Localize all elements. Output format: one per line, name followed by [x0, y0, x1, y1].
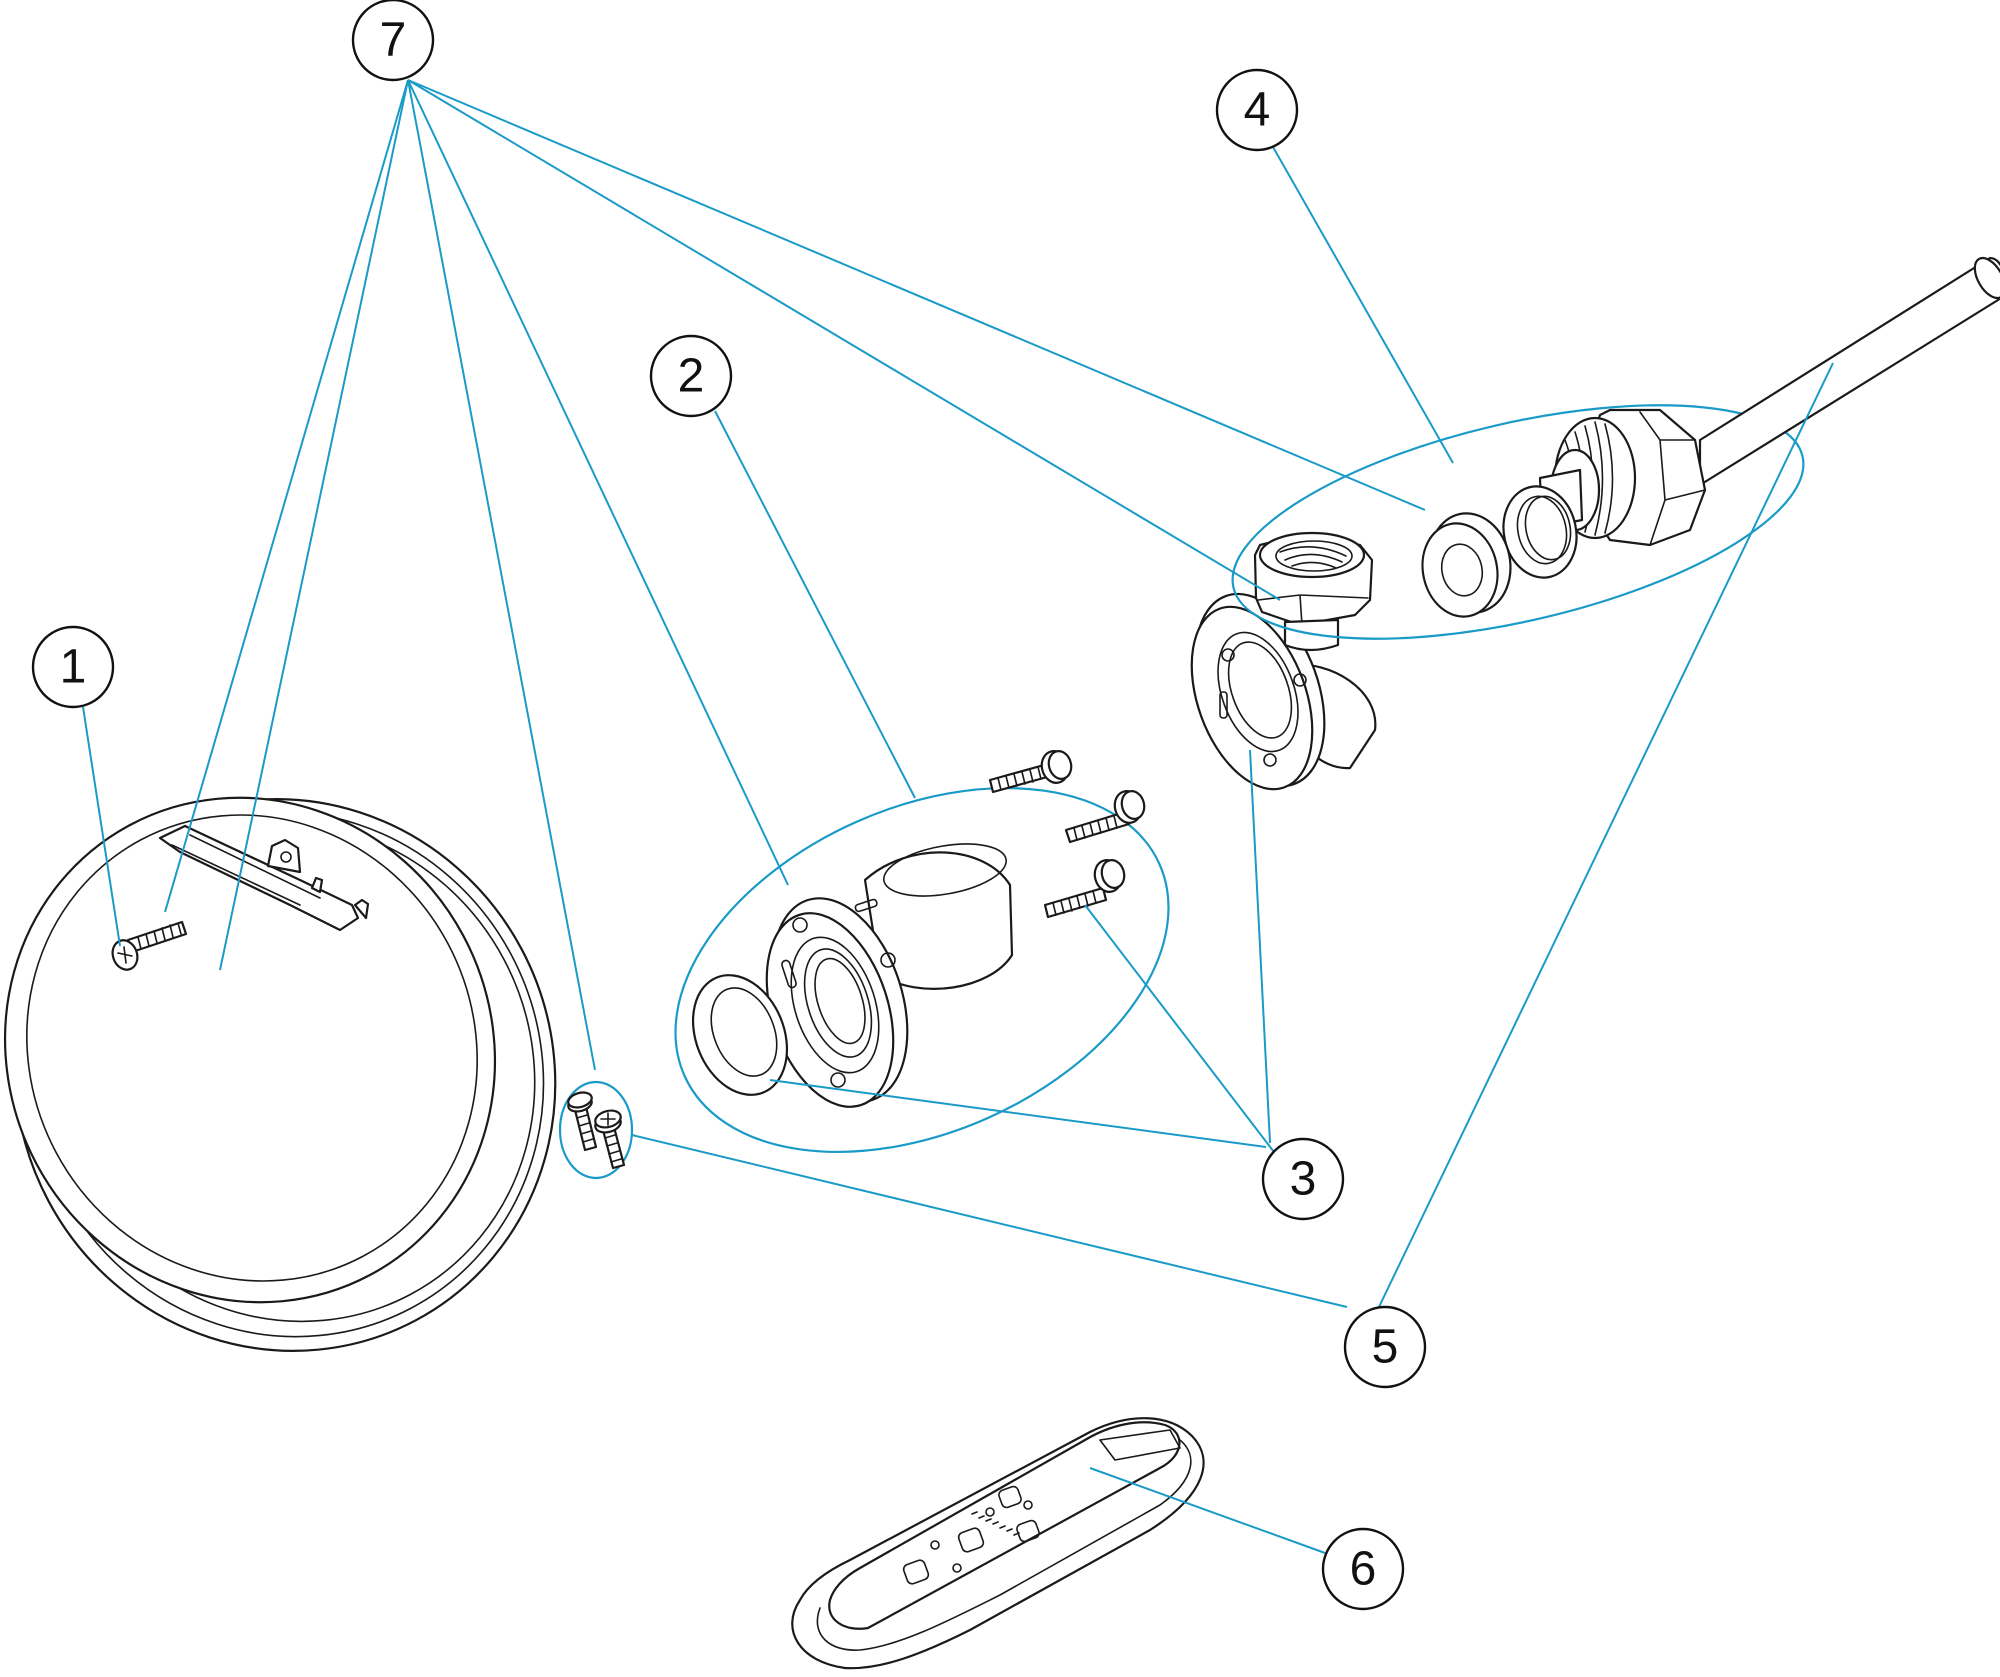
- callout-4-label: 4: [1244, 84, 1271, 137]
- callout-1-label: 1: [60, 641, 87, 694]
- callout-7-label: 7: [380, 14, 407, 67]
- fixing-ring-icon: [674, 750, 1170, 1153]
- leader-7-gland: [407, 79, 1426, 511]
- callout-6: 6: [1321, 1527, 1405, 1611]
- remote-control-icon: [791, 1417, 1205, 1670]
- leader-3-nut: [1249, 749, 1271, 1144]
- leader-5-cable: [1377, 362, 1834, 1310]
- leader-4: [1272, 146, 1454, 464]
- callout-3-label: 3: [1290, 1153, 1317, 1206]
- leader-7-nut: [407, 79, 1281, 601]
- leader-6: [1089, 1467, 1326, 1554]
- cable-gland-icon: [1231, 256, 2000, 640]
- callout-5-label: 5: [1372, 1321, 1399, 1374]
- leader-2: [714, 410, 916, 799]
- callout-4: 4: [1215, 68, 1299, 152]
- leader-3-washer: [769, 1079, 1267, 1148]
- nut-flange-icon: [1190, 531, 1377, 791]
- leader-7-lamp: [219, 79, 409, 971]
- callout-6-label: 6: [1350, 1543, 1377, 1596]
- screw-icon: [1064, 790, 1146, 844]
- callout-2-label: 2: [678, 350, 705, 403]
- screw-icon: [1043, 859, 1126, 919]
- callout-5: 5: [1343, 1305, 1427, 1389]
- leader-1: [82, 706, 121, 947]
- leader-7-screw: [164, 79, 409, 913]
- callout-2: 2: [649, 334, 733, 418]
- callout-7: 7: [351, 0, 435, 82]
- screw-icon: [988, 750, 1073, 794]
- lamp-body-icon: [3, 796, 557, 1352]
- screw-icon: [111, 920, 188, 971]
- leader-7-screw-pair: [407, 79, 596, 1071]
- callout-1: 1: [31, 625, 115, 709]
- leader-3-screws: [1084, 904, 1275, 1153]
- leader-7-ring: [407, 79, 789, 886]
- leader-lines: [82, 79, 1834, 1554]
- leader-5-screws: [631, 1134, 1348, 1308]
- screw-pair-icon: [558, 1080, 634, 1180]
- callout-3: 3: [1261, 1137, 1345, 1221]
